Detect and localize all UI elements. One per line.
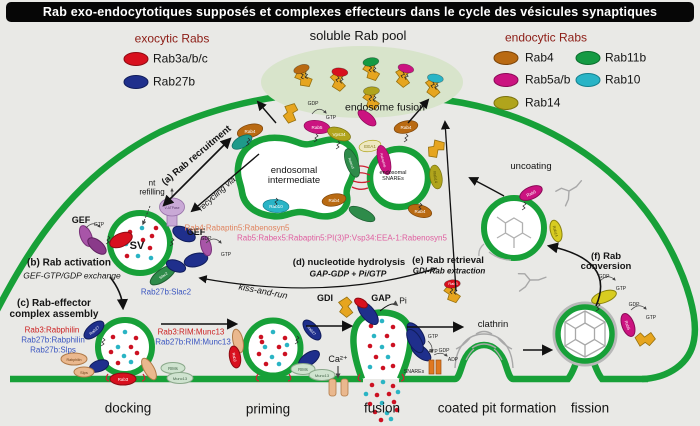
- svg-text:Slac2: Slac2: [159, 271, 169, 280]
- svg-text:GTP: GTP: [428, 334, 439, 340]
- svg-text:Rab14: Rab14: [432, 171, 439, 184]
- fusion-dots: [363, 318, 401, 423]
- svg-text:GTP: GTP: [616, 286, 627, 292]
- svg-text:Rab14: Rab14: [552, 225, 559, 237]
- priming-effectors: [228, 319, 336, 382]
- svg-text:Rab3: Rab3: [118, 377, 129, 382]
- svg-text:GTP: GTP: [221, 252, 232, 258]
- svg-text:Rabaptin5: Rabaptin5: [379, 153, 387, 168]
- legend-swatches: [123, 51, 601, 110]
- svg-text:GDP: GDP: [308, 101, 320, 107]
- svg-text:SNAREs: SNAREs: [404, 369, 425, 375]
- svg-text:Rab4: Rab4: [329, 198, 340, 203]
- svg-text:Rab4: Rab4: [401, 125, 412, 130]
- docking-effectors: [60, 320, 194, 386]
- svg-text:Rab4: Rab4: [245, 129, 256, 134]
- svg-text:Rab5: Rab5: [526, 189, 538, 198]
- svg-text:GTP: GTP: [326, 115, 337, 121]
- page-title: Rab exo-endocytotiques supposés et compl…: [42, 5, 658, 19]
- svg-text:Rab3: Rab3: [448, 281, 458, 286]
- svg-text:Rab27: Rab27: [306, 325, 316, 336]
- svg-text:Rab5: Rab5: [624, 320, 632, 331]
- svg-text:GDP: GDP: [599, 274, 611, 280]
- priming-effector-labels: RIMs Munc13 Rab27 Rab3: [231, 325, 330, 378]
- svg-text:V-ATPase: V-ATPase: [164, 206, 179, 210]
- title-bar: Rab exo-endocytotiques supposés et compl…: [6, 2, 694, 22]
- svg-text:Vps34: Vps34: [332, 132, 345, 137]
- pathway-arrows: [109, 98, 602, 356]
- priming-dots: [256, 329, 290, 367]
- svg-text:Rab4: Rab4: [415, 209, 426, 214]
- svg-text:Rabex5: Rabex5: [347, 157, 355, 169]
- soluble-pool-ellipse: [261, 46, 463, 118]
- svg-text:GDP: GDP: [629, 302, 641, 308]
- svg-text:Munc13: Munc13: [315, 373, 330, 378]
- svg-text:ATP: ATP: [428, 349, 438, 355]
- coated-pit-clathrin: [454, 330, 514, 369]
- nucleotide-labels: GDP GTP GTP GDP GTP GDP GTP GDP GTP GTP …: [94, 101, 657, 375]
- svg-text:Munc13: Munc13: [173, 376, 188, 381]
- svg-text:ADP: ADP: [448, 357, 459, 363]
- slac2-complex: Slac2: [149, 259, 187, 286]
- svg-text:RIMs: RIMs: [168, 366, 178, 371]
- uncoating-vesicle: Rab5 Rab14: [478, 185, 563, 261]
- docking-dots: [108, 329, 140, 366]
- hydrolysis-retrieval-molecules: Rab3: [335, 278, 463, 354]
- svg-text:GDP: GDP: [439, 348, 451, 354]
- svg-text:Rab27: Rab27: [88, 324, 101, 336]
- endosome-rab-labels: Rab4 Rab5 Vps34 EEA1 Rabex5 Rabaptin5 Ra…: [245, 125, 440, 214]
- priming-vesicle: [242, 317, 304, 379]
- docking-effector-labels: Rab27 Rabphilin Slps Rab3 RIMs Munc13: [67, 324, 188, 382]
- terminal-membrane: [0, 88, 699, 383]
- svg-text:Rab5: Rab5: [312, 125, 323, 130]
- svg-text:Slps: Slps: [80, 370, 88, 375]
- svg-text:GDP: GDP: [201, 236, 213, 242]
- gef-right-complex: [169, 225, 222, 268]
- svg-text:GTP: GTP: [94, 222, 105, 228]
- gef-left-complex: [78, 223, 133, 255]
- svg-text:EEA1: EEA1: [364, 144, 376, 149]
- svg-text:Rab10: Rab10: [269, 204, 283, 209]
- svg-text:GTP: GTP: [646, 315, 657, 321]
- fission-vesicle: [552, 301, 618, 367]
- calcium-channel: [328, 366, 349, 397]
- svg-text:Rabphilin: Rabphilin: [67, 358, 82, 362]
- svg-text:RIMs: RIMs: [298, 367, 308, 372]
- endosome-rab-proteins: [231, 99, 450, 223]
- svg-text:Rab3: Rab3: [231, 352, 237, 362]
